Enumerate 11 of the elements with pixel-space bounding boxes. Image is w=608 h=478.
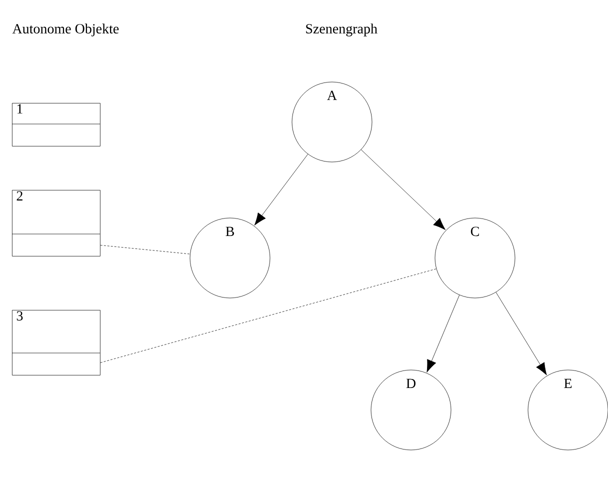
heading: Szenengraph — [306, 24, 378, 36]
arrow — [496, 292, 547, 376]
arrow — [360, 150, 446, 230]
dashed-line — [100, 245, 190, 254]
dashed-line — [100, 268, 436, 363]
object-box: 1 — [12, 103, 100, 146]
arrow — [426, 294, 460, 372]
object-box: 2 — [12, 190, 100, 256]
arrow — [254, 154, 308, 226]
heading: Autonome Objekte — [12, 24, 119, 36]
object-box: 3 — [12, 310, 100, 376]
